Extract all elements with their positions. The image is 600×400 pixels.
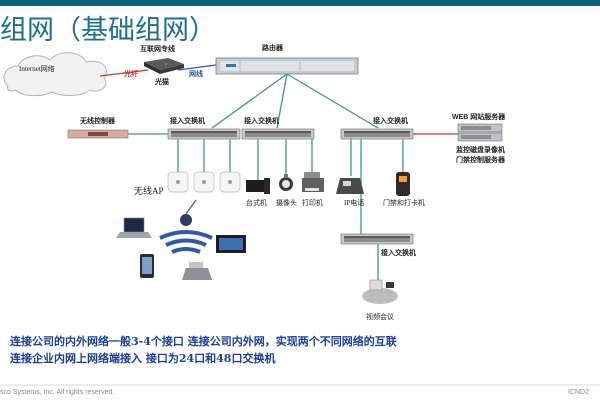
printer-icon xyxy=(302,172,324,192)
router-icon xyxy=(215,57,359,75)
video-conference-icon xyxy=(362,279,398,304)
smartphone-icon xyxy=(140,254,154,278)
access-switch-3-icon xyxy=(340,128,414,140)
ip-phone-label: IP电话 xyxy=(344,199,365,207)
printer-label: 打印机 xyxy=(302,199,323,207)
wireless-phone-icon xyxy=(182,262,212,280)
camera-icon xyxy=(279,174,293,191)
lan-cable-line xyxy=(177,64,217,71)
course-code: ICND2 xyxy=(568,389,590,396)
top-accent-bar xyxy=(0,0,600,6)
door-reader-icon xyxy=(396,172,410,196)
web-server-icon xyxy=(457,123,503,142)
access-control-server-label: 门禁控制服务器 xyxy=(456,157,505,164)
router-link-switch-3 xyxy=(286,73,379,129)
video-conference-label: 视频会议 xyxy=(366,313,394,321)
wireless-ap-label: 无线AP xyxy=(134,186,164,196)
copyright-text: sco Systems, Inc. All rights reserved. xyxy=(0,389,115,396)
body-text-line-2: 连接企业内网上网络端接入 接口为24口和48口交换机 xyxy=(10,352,276,365)
fiber-label: 光纤 xyxy=(124,71,138,78)
wireless-signal-icon xyxy=(159,199,213,254)
camera-label: 摄像头 xyxy=(276,199,297,207)
nvr-label: 监控磁盘录像机 xyxy=(456,147,505,154)
internet-label: Internet网络 xyxy=(19,65,55,73)
wan-line-label: 互联网专线 xyxy=(140,46,175,53)
fiber-line xyxy=(99,69,149,77)
router-link-switch-1 xyxy=(211,73,288,129)
switch-4-label: 接入交换机 xyxy=(381,250,416,257)
router-label: 路由器 xyxy=(262,45,283,52)
modem-label: 光猫 xyxy=(155,79,169,86)
ip-phone-icon xyxy=(336,178,364,194)
internet-cloud-icon xyxy=(3,52,108,97)
tablet-icon xyxy=(216,235,246,253)
switch-2-label: 接入交换机 xyxy=(244,118,279,125)
optical-modem-icon xyxy=(144,58,184,74)
slide-title: 组网（基础组网） xyxy=(0,15,216,46)
access-switch-1-icon xyxy=(167,128,241,140)
web-server-label: WEB 网站服务器 xyxy=(452,114,506,121)
door-reader-label: 门禁和打卡机 xyxy=(383,199,425,207)
desktop-label: 台式机 xyxy=(246,199,267,207)
access-switch-4-icon xyxy=(340,233,414,245)
desktop-icon xyxy=(246,178,270,194)
switch-1-label: 接入交换机 xyxy=(170,118,205,125)
router-link-switch-2 xyxy=(276,73,288,129)
lan-cable-label: 网线 xyxy=(189,71,203,78)
laptop-icon xyxy=(116,217,152,238)
body-text-line-1: 连接公司的内外网络一般3-4个接口 连接公司内外网，实现两个不同网络的互联 xyxy=(10,335,397,348)
switch-3-label: 接入交换机 xyxy=(373,118,408,125)
wireless-controller-icon xyxy=(67,129,129,139)
wireless-ap-icon xyxy=(167,171,241,193)
wireless-controller-label: 无线控制器 xyxy=(80,118,115,125)
access-switch-2-icon xyxy=(241,128,315,140)
